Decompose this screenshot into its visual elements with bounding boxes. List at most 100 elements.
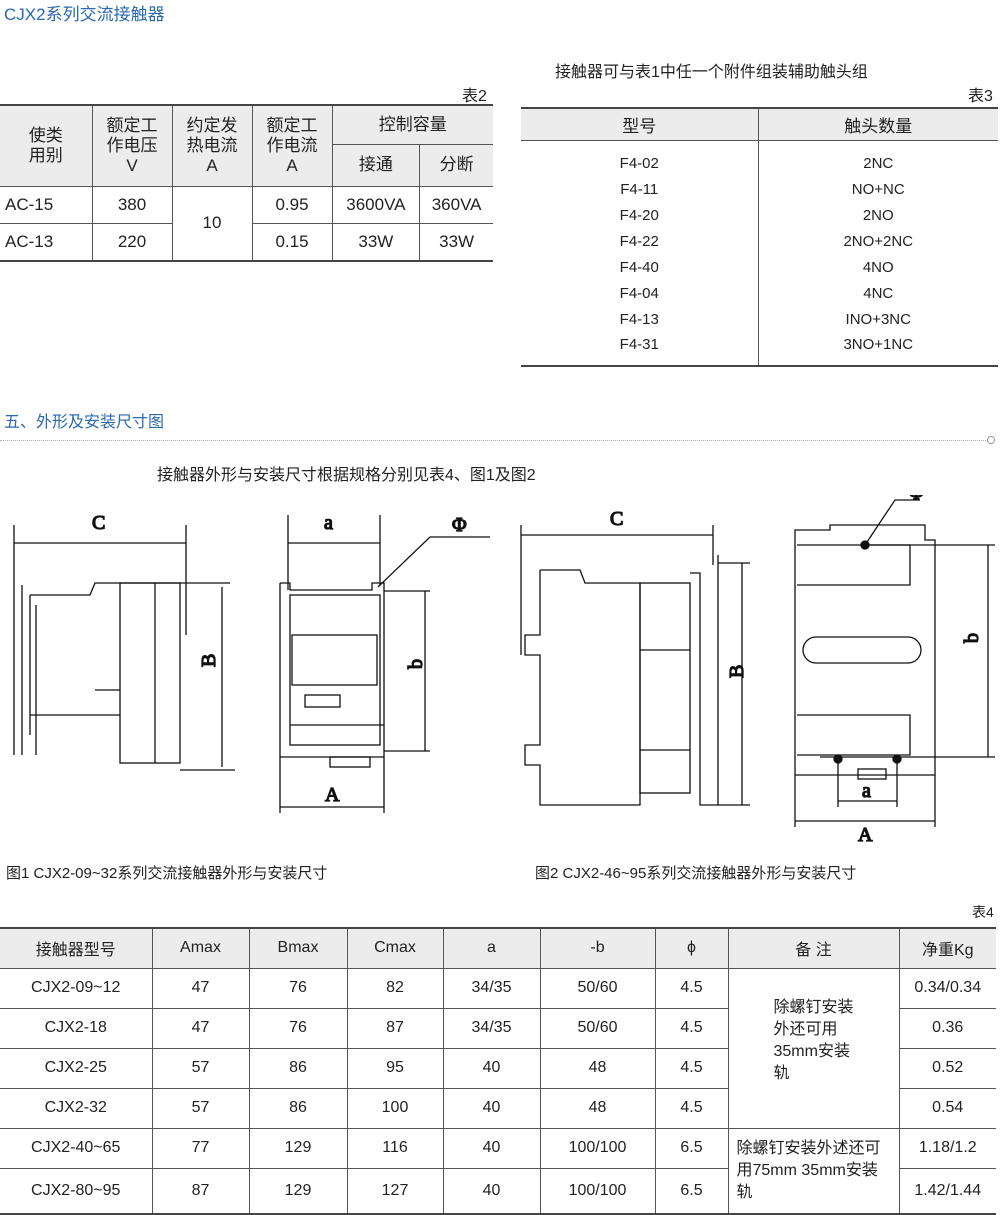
fig2-label-b-small: b <box>961 633 983 643</box>
table-cell: 2NO+2NC <box>843 232 914 250</box>
table-cell: 40 <box>442 1167 541 1215</box>
table-cell: 4.5 <box>654 1007 729 1049</box>
table-cell: 116 <box>346 1127 444 1169</box>
table-cell: 除螺钉安装外还可用35mm安装轨 <box>727 967 900 1129</box>
fig1-caption: 图1 CJX2-09~32系列交流接触器外形与安装尺寸 <box>6 865 328 882</box>
t2-subheader: 接通 <box>332 143 421 187</box>
table-header-cell: ϕ <box>654 927 729 969</box>
table-cell: NO+NC <box>851 180 905 198</box>
table-cell: 3NO+1NC <box>843 336 914 353</box>
table-cell: 2NO <box>862 206 894 224</box>
t2-subheader: 分断 <box>419 143 493 187</box>
table-cell: 76 <box>248 1007 348 1049</box>
table-cell: 360VA <box>419 185 493 224</box>
table-cell: 0.15 <box>251 222 333 262</box>
table-cell: 50/60 <box>539 967 656 1009</box>
table-cell: 1.42/1.44 <box>898 1167 996 1215</box>
table-header-cell: 备 注 <box>727 927 900 969</box>
table-cell: 除螺钉安装外述还可用75mm 35mm安装轨 <box>727 1127 900 1215</box>
table-cell: F4-13 <box>521 306 759 332</box>
table-cell: F4-20 <box>521 202 759 228</box>
table-cell: 48 <box>539 1087 656 1129</box>
table-cell: CJX2-18 <box>0 1007 153 1049</box>
table-cell: F4-11 <box>521 176 759 202</box>
table-cell: 82 <box>346 967 444 1009</box>
table-cell: 4.5 <box>654 967 729 1009</box>
table-cell: 4.5 <box>654 1087 729 1129</box>
table-cell: AC-15 <box>0 185 93 224</box>
table-row: F4-20 2NO <box>521 202 998 228</box>
fig1-label-a-big: A <box>325 784 340 806</box>
table-cell: 100/100 <box>539 1167 656 1215</box>
fig1-front-view <box>279 515 490 813</box>
fig1-label-a: a <box>324 512 333 534</box>
section-heading: 五、外形及安装尺寸图 <box>4 414 165 431</box>
table-cell: 34/35 <box>442 1007 541 1049</box>
table-cell: 4NO <box>862 258 894 276</box>
table-cell: 0.95 <box>251 185 333 224</box>
table-cell: 129 <box>248 1127 348 1169</box>
table-cell: 47 <box>151 1007 250 1049</box>
fig1-side-view <box>13 525 235 771</box>
table-cell: 6.5 <box>654 1127 729 1169</box>
table-cell: 40 <box>442 1047 541 1089</box>
table-cell: 77 <box>151 1127 250 1169</box>
table-cell: 34/35 <box>442 967 541 1009</box>
table-cell: 48 <box>539 1047 656 1089</box>
fig1-label-c: C <box>92 512 105 534</box>
table-cell: 6.5 <box>654 1167 729 1215</box>
table-header-cell: Cmax <box>346 927 444 969</box>
table-cell: 40 <box>442 1087 541 1129</box>
table-cell: 0.34/0.34 <box>898 967 996 1009</box>
table-cell: F4-02 <box>521 140 759 176</box>
table-cell: 129 <box>248 1167 348 1215</box>
t2-header: 使类用别 <box>0 104 93 187</box>
fig1-label-b-small: b <box>405 659 427 669</box>
table-cell: 50/60 <box>539 1007 656 1049</box>
table-cell: CJX2-80~95 <box>0 1167 153 1215</box>
table-header-cell: Bmax <box>248 927 348 969</box>
table2-label: 表2 <box>462 88 487 105</box>
table-cell: 10 <box>171 185 253 262</box>
fig2-label-a-big: A <box>858 824 873 846</box>
table-cell: 57 <box>151 1047 250 1089</box>
table-cell: 57 <box>151 1087 250 1129</box>
page-title: CJX2系列交流接触器 <box>4 5 165 24</box>
table-cell: CJX2-09~12 <box>0 967 153 1009</box>
table-cell: CJX2-32 <box>0 1087 153 1129</box>
table3-label: 表3 <box>968 88 993 105</box>
table-cell: 380 <box>91 185 173 224</box>
table3-caption: 接触器可与表1中任一个附件组装辅助触头组 <box>555 64 868 81</box>
table-cell: 0.54 <box>898 1087 996 1129</box>
table-cell: AC-13 <box>0 222 93 262</box>
table-cell: 127 <box>346 1167 444 1215</box>
table-cell: 40 <box>442 1127 541 1169</box>
table-cell: 100 <box>346 1087 444 1129</box>
table-header-cell: Amax <box>151 927 250 969</box>
divider-end-icon <box>987 436 995 444</box>
table-cell: 86 <box>248 1047 348 1089</box>
table-cell: 87 <box>151 1167 250 1215</box>
table-cell: 3600VA <box>331 185 421 224</box>
fig2-front-view <box>794 499 995 827</box>
table-cell: 76 <box>248 967 348 1009</box>
table-cell: 33W <box>331 222 421 262</box>
table-cell: F4-31 <box>521 332 759 366</box>
dimension-drawings: C B a Φ b A C B Φ b a A <box>13 495 995 847</box>
table-header-cell: -b <box>539 927 656 969</box>
table-cell: F4-04 <box>521 280 759 306</box>
table-header-cell: 接触器型号 <box>0 927 153 969</box>
fig2-label-b: B <box>726 665 748 678</box>
table-header-cell: 净重Kg <box>898 927 996 969</box>
table-cell: 33W <box>419 222 493 262</box>
